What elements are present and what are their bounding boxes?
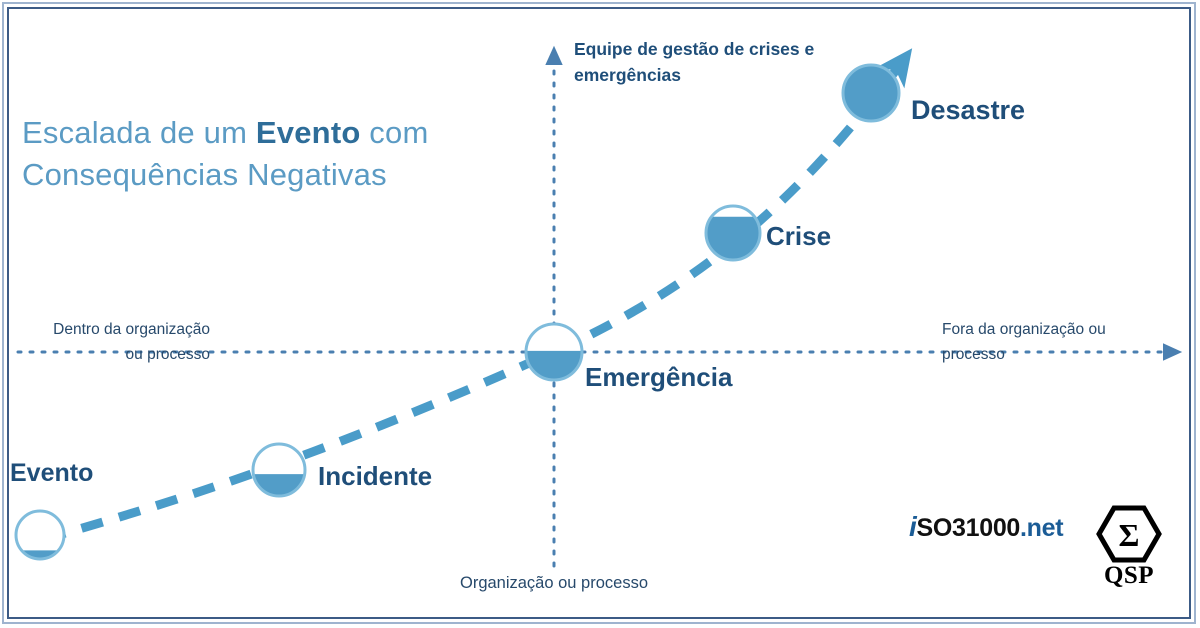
marker-fill-level — [253, 474, 305, 497]
node-marker-emergencia[interactable] — [524, 322, 584, 382]
axis-label-right: Fora da organização ou processo — [942, 321, 1106, 363]
marker-ring — [704, 204, 762, 262]
title-line1-post: com — [360, 115, 429, 150]
node-marker-evento[interactable] — [14, 509, 66, 561]
node-label-incidente: Incidente — [318, 461, 433, 491]
node-marker-crise[interactable] — [704, 204, 762, 262]
node-label-desastre: Desastre — [911, 95, 1026, 125]
qsp-hexagon-icon: Σ — [1096, 505, 1162, 563]
node-marker-desastre[interactable] — [841, 63, 901, 123]
axis-label-top: Equipe de gestão de crises e emergências — [574, 39, 815, 85]
marker-ring — [251, 442, 307, 498]
sigma-symbol: Σ — [1119, 517, 1140, 553]
escalation-curve — [42, 48, 913, 544]
qsp-logo-text: QSP — [1103, 562, 1155, 589]
marker-fill-level — [706, 216, 760, 261]
marker-disc — [16, 511, 64, 559]
node-label-crise: Crise — [766, 221, 832, 251]
marker-ring — [524, 322, 584, 382]
iso-logo-suffix: .net — [1020, 514, 1064, 542]
axis-label-bottom: Organização ou processo — [459, 574, 649, 592]
page-title: Escalada de um Evento com Consequências … — [22, 112, 492, 196]
iso-logo-i: i — [909, 511, 917, 542]
iso-logo-main: SO31000 — [916, 514, 1021, 542]
marker-ring — [841, 63, 901, 123]
qsp-logo: Σ QSP — [1089, 505, 1169, 589]
marker-fill-level — [526, 350, 582, 380]
title-line1-pre: Escalada de um — [22, 115, 256, 150]
axis-label-left: Dentro da organização ou processo — [53, 321, 210, 363]
marker-fill-level — [843, 65, 899, 121]
node-marker-incidente[interactable] — [251, 442, 307, 498]
title-line1-bold: Evento — [255, 115, 361, 150]
title-line2: Consequências Negativas — [22, 157, 387, 192]
node-label-evento: Evento — [10, 459, 94, 487]
node-label-emergencia: Emergência — [585, 362, 733, 392]
marker-ring — [14, 509, 66, 561]
iso31000-logo: iSO31000.net — [909, 511, 1064, 543]
